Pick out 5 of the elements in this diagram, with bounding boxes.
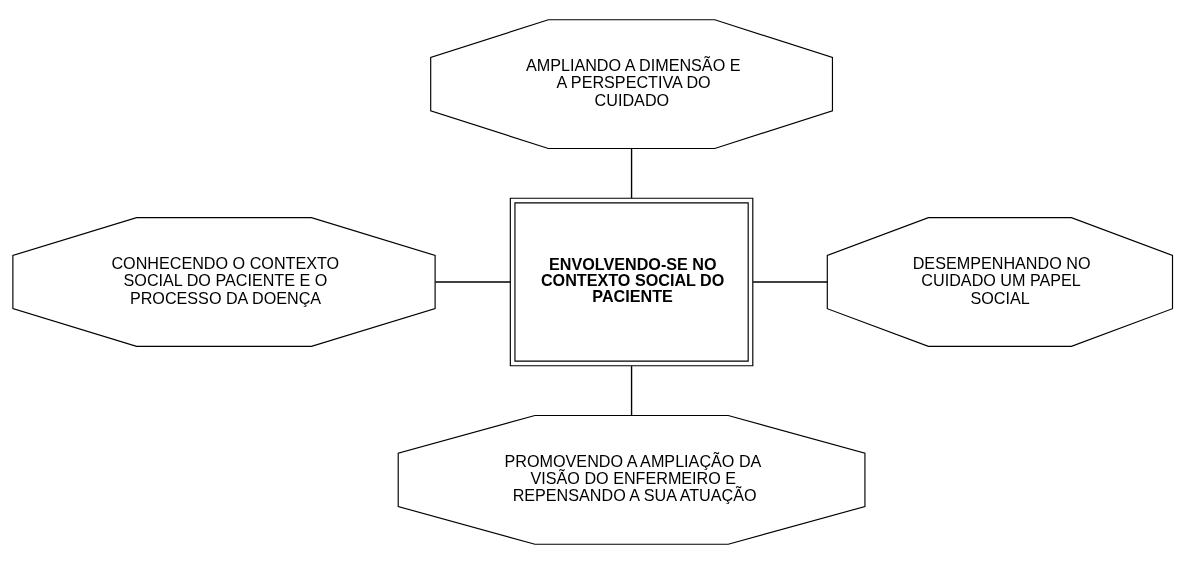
connector bbox=[630, 148, 633, 199]
connector bbox=[752, 281, 829, 283]
connector bbox=[434, 281, 511, 283]
node-box: ENVOLVENDO-SE NO CONTEXTO SOCIAL DO PACIENTE bbox=[509, 197, 754, 367]
connector bbox=[630, 365, 633, 416]
